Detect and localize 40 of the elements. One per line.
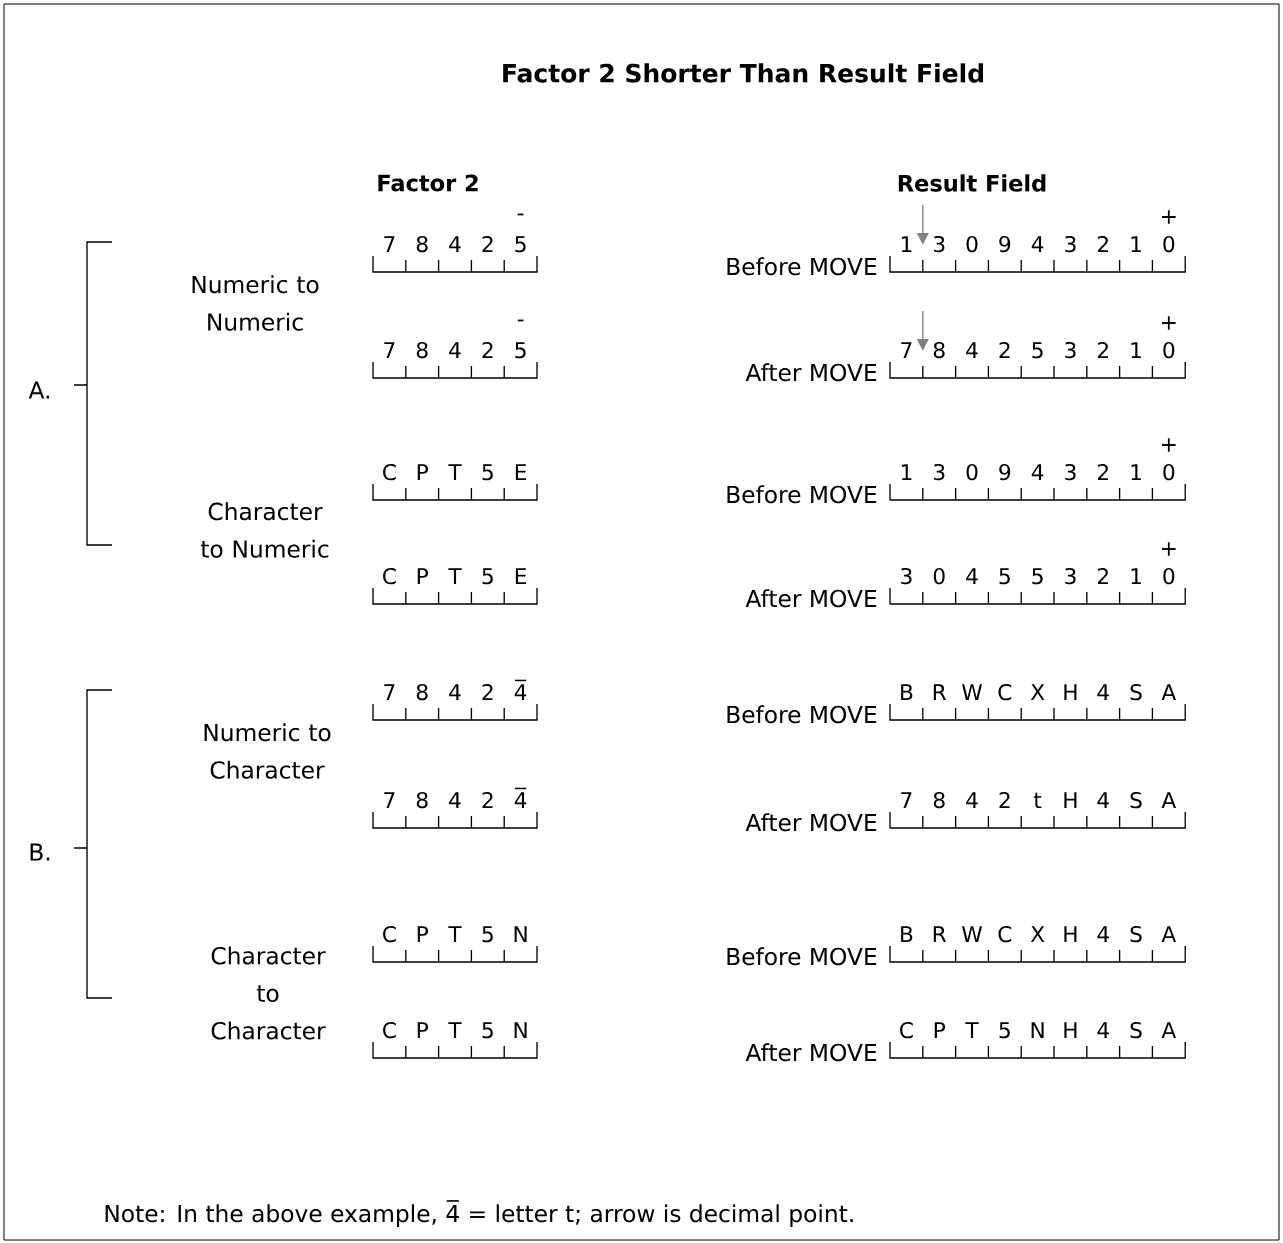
conversion-label: Character to Character: [211, 946, 326, 1040]
data-field: 7 8 4 2 4̅: [372, 787, 538, 829]
data-field: 7 8 4 2 5: [372, 341, 538, 379]
data-field: C P T 5 E: [372, 463, 538, 501]
sign-mark: +: [1162, 542, 1176, 556]
conversion-label: Character to Numeric: [200, 502, 329, 558]
group-label: B.: [30, 843, 50, 861]
data-field: 3 0 4 5 5 3 2 1 0: [889, 567, 1186, 605]
row-label: After MOVE: [745, 1043, 877, 1062]
sign-mark: +: [1162, 438, 1176, 452]
data-field: B R W C X H 4 S A: [889, 683, 1186, 721]
data-field: C P T 5 N: [372, 925, 538, 963]
group-label: A.: [28, 381, 49, 399]
row-label: After MOVE: [745, 589, 877, 608]
data-field: 7 8 4 2 4̅: [372, 679, 538, 721]
data-field: C P T 5 E: [372, 567, 538, 605]
sign-mark: -: [517, 213, 524, 216]
note: Note: In the above example, 4̅ = letter t; arrow is decimal point.: [105, 1200, 853, 1227]
data-field: C P T 5 N: [372, 1021, 538, 1059]
sign-mark: +: [1162, 316, 1176, 330]
row-label: Before MOVE: [727, 705, 877, 724]
row-label: After MOVE: [745, 363, 877, 382]
data-field: 7 8 4 2 t H 4 S A: [889, 791, 1186, 829]
conversion-label: Numeric to Numeric: [192, 275, 319, 331]
data-field: C P T 5 N H 4 S A: [889, 1021, 1186, 1059]
row-label: Before MOVE: [727, 485, 877, 504]
data-field: 7 8 4 2 5: [372, 235, 538, 273]
column-heading: Result Field: [898, 174, 1046, 192]
data-field: 7 8 4 2 5 3 2 1 0: [889, 341, 1186, 379]
data-field: B R W C X H 4 S A: [889, 925, 1186, 963]
data-field: 1 3 0 9 4 3 2 1 0: [889, 463, 1186, 501]
row-label: Before MOVE: [727, 947, 877, 966]
conversion-label: Numeric to Character: [204, 723, 331, 779]
column-heading: Factor 2: [378, 174, 478, 192]
row-label: Before MOVE: [727, 257, 877, 276]
sign-mark: -: [517, 319, 524, 322]
row-label: After MOVE: [745, 813, 877, 832]
data-field: 1 3 0 9 4 3 2 1 0: [889, 235, 1186, 273]
sign-mark: +: [1162, 210, 1176, 224]
title: Factor 2 Shorter Than Result Field: [503, 63, 983, 83]
